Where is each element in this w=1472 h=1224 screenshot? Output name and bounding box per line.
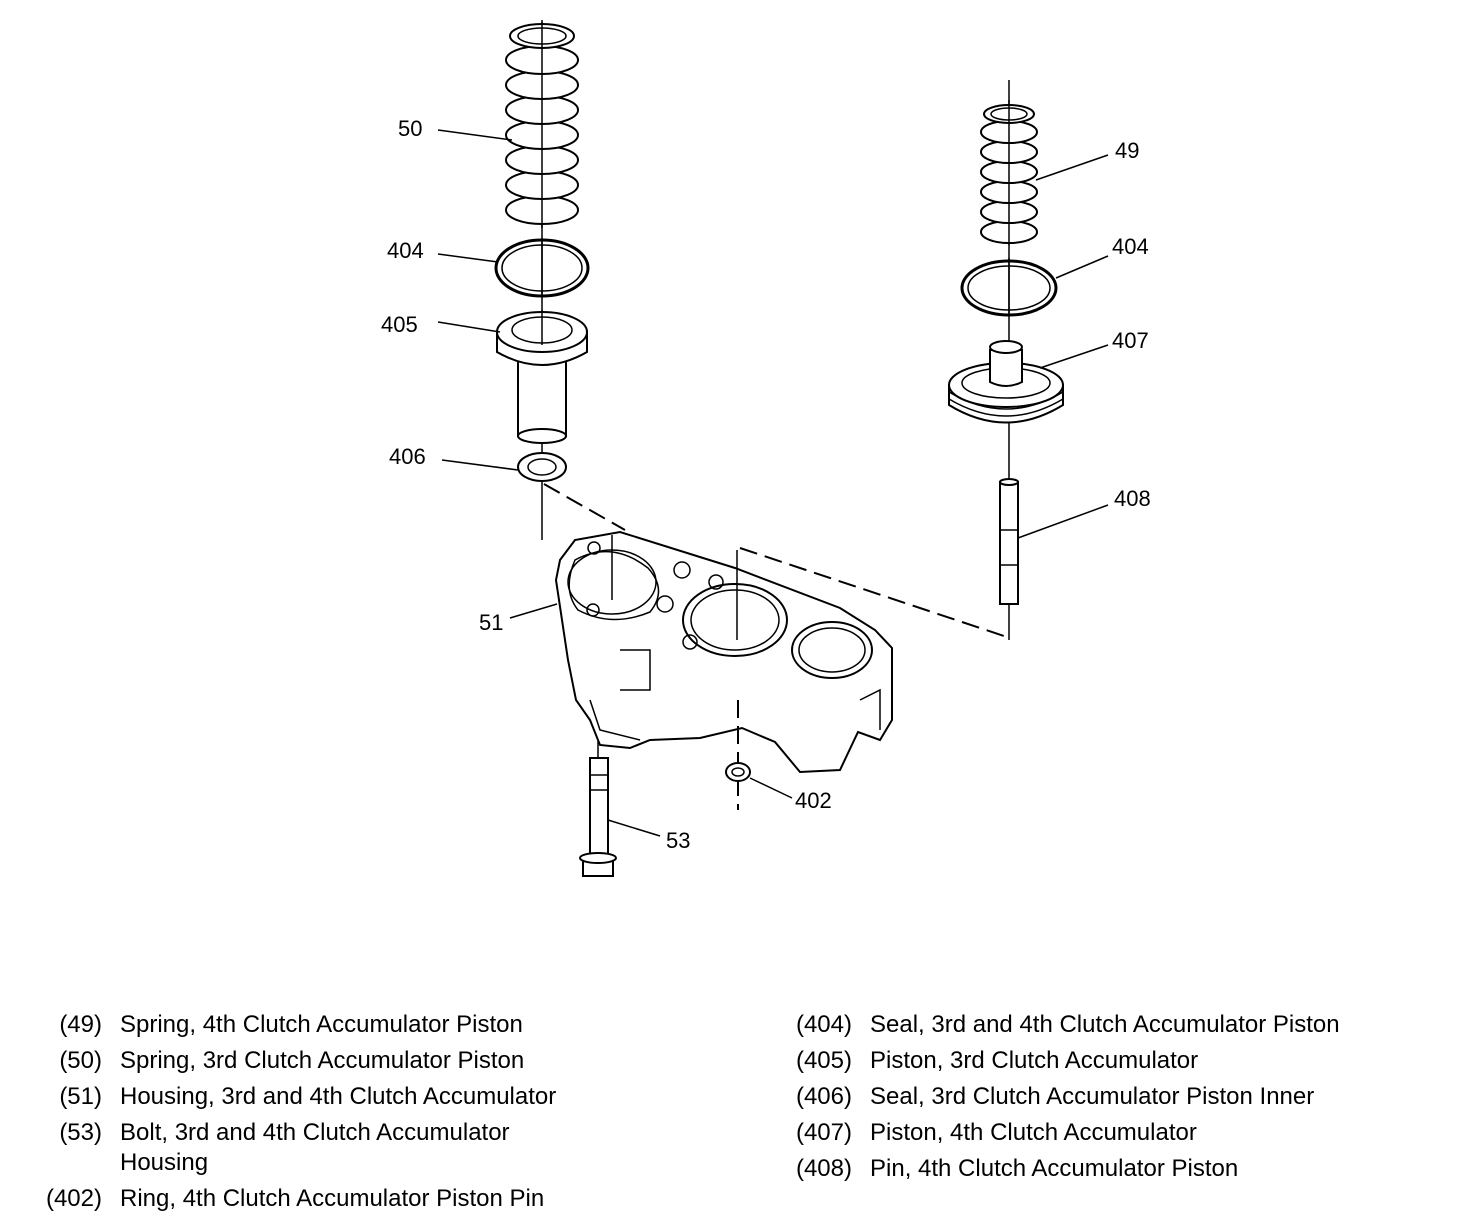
callout-50: 50 xyxy=(398,116,422,141)
legend-item: (402) Ring, 4th Clutch Accumulator Pisto… xyxy=(10,1184,710,1214)
callout-407: 407 xyxy=(1112,328,1149,353)
callout-49: 49 xyxy=(1115,138,1139,163)
callout-404-right: 404 xyxy=(1112,234,1149,259)
callout-406: 406 xyxy=(389,444,426,469)
legend-description: Seal, 3rd and 4th Clutch Accumulator Pis… xyxy=(870,1011,1340,1038)
legend-item: (405) Piston, 3rd Clutch Accumulator xyxy=(760,1046,1460,1076)
piston-405 xyxy=(496,310,588,444)
legend-number: (405) xyxy=(795,1047,852,1074)
legend-description: Bolt, 3rd and 4th Clutch Accumulator Hou… xyxy=(120,1119,510,1176)
seal-404-right xyxy=(960,258,1058,317)
legend-item: (404) Seal, 3rd and 4th Clutch Accumulat… xyxy=(760,1010,1460,1040)
legend-number: (408) xyxy=(795,1155,852,1182)
legend-item: (407) Piston, 4th Clutch Accumulator xyxy=(760,1118,1460,1148)
alignment-line-left xyxy=(543,483,626,531)
legend-item: (49) Spring, 4th Clutch Accumulator Pist… xyxy=(10,1010,710,1040)
legend-description: Ring, 4th Clutch Accumulator Piston Pin xyxy=(120,1185,545,1212)
legend-item: (408) Pin, 4th Clutch Accumulator Piston xyxy=(760,1154,1460,1184)
legend-description: Piston, 3rd Clutch Accumulator xyxy=(870,1047,1199,1074)
legend-description: Spring, 4th Clutch Accumulator Piston xyxy=(120,1011,523,1038)
housing-51 xyxy=(554,530,893,774)
legend-description: Seal, 3rd Clutch Accumulator Piston Inne… xyxy=(870,1083,1315,1110)
legend-description: Pin, 4th Clutch Accumulator Piston xyxy=(870,1155,1239,1182)
legend-number: (50) xyxy=(59,1047,102,1074)
legend-number: (49) xyxy=(59,1011,102,1038)
callout-53: 53 xyxy=(666,828,690,853)
alignment-line-right xyxy=(739,547,1005,637)
legend-description: Housing, 3rd and 4th Clutch Accumulator xyxy=(120,1083,557,1110)
legend-number: (407) xyxy=(795,1119,852,1146)
legend-number: (404) xyxy=(795,1011,852,1038)
legend-item: (51) Housing, 3rd and 4th Clutch Accumul… xyxy=(10,1082,710,1112)
bolt-53 xyxy=(579,740,617,877)
legend-item: (406) Seal, 3rd Clutch Accumulator Pisto… xyxy=(760,1082,1460,1112)
spring-49 xyxy=(980,80,1038,640)
callout-408: 408 xyxy=(1114,486,1151,511)
legend-number: (406) xyxy=(795,1083,852,1110)
legend-description: Spring, 3rd Clutch Accumulator Piston xyxy=(120,1047,525,1074)
exploded-view-diagram: 50 404 405 406 51 53 402 49 404 407 408 xyxy=(381,20,1151,877)
spring-50 xyxy=(505,20,579,540)
seal-406 xyxy=(517,452,567,482)
ring-402 xyxy=(725,762,751,782)
legend-description: Piston, 4th Clutch Accumulator xyxy=(870,1119,1197,1146)
piston-407 xyxy=(948,340,1064,424)
legend-right-column: (404) Seal, 3rd and 4th Clutch Accumulat… xyxy=(760,1010,1460,1190)
seal-404-left xyxy=(494,238,590,298)
callout-51: 51 xyxy=(479,610,503,635)
legend-item: (50) Spring, 3rd Clutch Accumulator Pist… xyxy=(10,1046,710,1076)
callout-404-left: 404 xyxy=(387,238,424,263)
legend-left-column: (49) Spring, 4th Clutch Accumulator Pist… xyxy=(10,1010,710,1220)
callout-402: 402 xyxy=(795,788,832,813)
leader-lines xyxy=(437,129,1109,837)
legend-number: (402) xyxy=(45,1185,102,1212)
pin-408 xyxy=(999,478,1019,605)
callout-405: 405 xyxy=(381,312,418,337)
legend-number: (51) xyxy=(59,1083,102,1110)
legend-number: (53) xyxy=(59,1119,102,1146)
legend-item: (53) Bolt, 3rd and 4th Clutch Accumulato… xyxy=(10,1118,710,1178)
